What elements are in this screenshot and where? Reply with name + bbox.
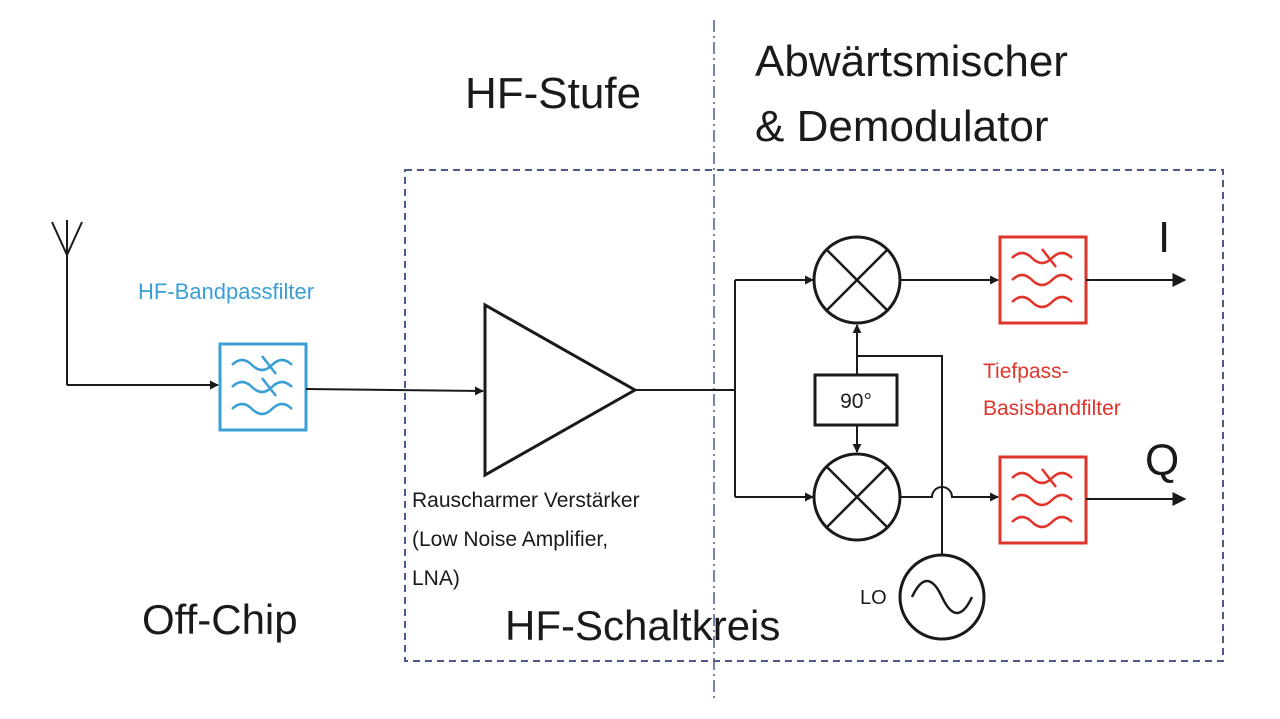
lna-amplifier (483, 302, 639, 478)
hf-schaltkreis-title: HF-Schaltkreis (505, 602, 780, 649)
wire-mixer-q-lpf (900, 486, 999, 502)
sine-wave-icon (898, 553, 986, 641)
bandpass-filter-icon (218, 342, 308, 432)
wire-lo-feed (857, 355, 943, 555)
wire-bpf-lna (305, 386, 484, 396)
lowpass-filter-i-icon (998, 235, 1088, 325)
hf-stufe-title: HF-Stufe (465, 69, 641, 118)
lowpass-filter-q-icon (998, 455, 1088, 545)
mixer-title-line2: & Demodulator (755, 102, 1048, 151)
lo-label: LO (860, 587, 887, 609)
hf-schaltkreis-boundary (404, 169, 1224, 662)
phase-shift-label: 90° (840, 390, 872, 413)
tiefpass-label-line1: Tiefpass- (983, 360, 1069, 383)
off-chip-title: Off-Chip (142, 596, 298, 643)
output-q-label: Q (1145, 436, 1179, 485)
hf-bandpass-label: HF-Bandpassfilter (138, 279, 314, 304)
mixer-i-icon (812, 235, 902, 325)
output-i-label: I (1158, 213, 1170, 262)
mixer-q-icon (812, 452, 902, 542)
tiefpass-label-line2: Basisbandfilter (983, 397, 1121, 420)
mixer-title-line1: Abwärtsmischer (755, 37, 1068, 86)
lna-label-line2: (Low Noise Amplifier, (412, 528, 608, 551)
antenna-icon (51, 220, 83, 385)
lna-label-line1: Rauscharmer Verstärker (412, 489, 640, 512)
lna-label-line3: LNA) (412, 567, 460, 590)
